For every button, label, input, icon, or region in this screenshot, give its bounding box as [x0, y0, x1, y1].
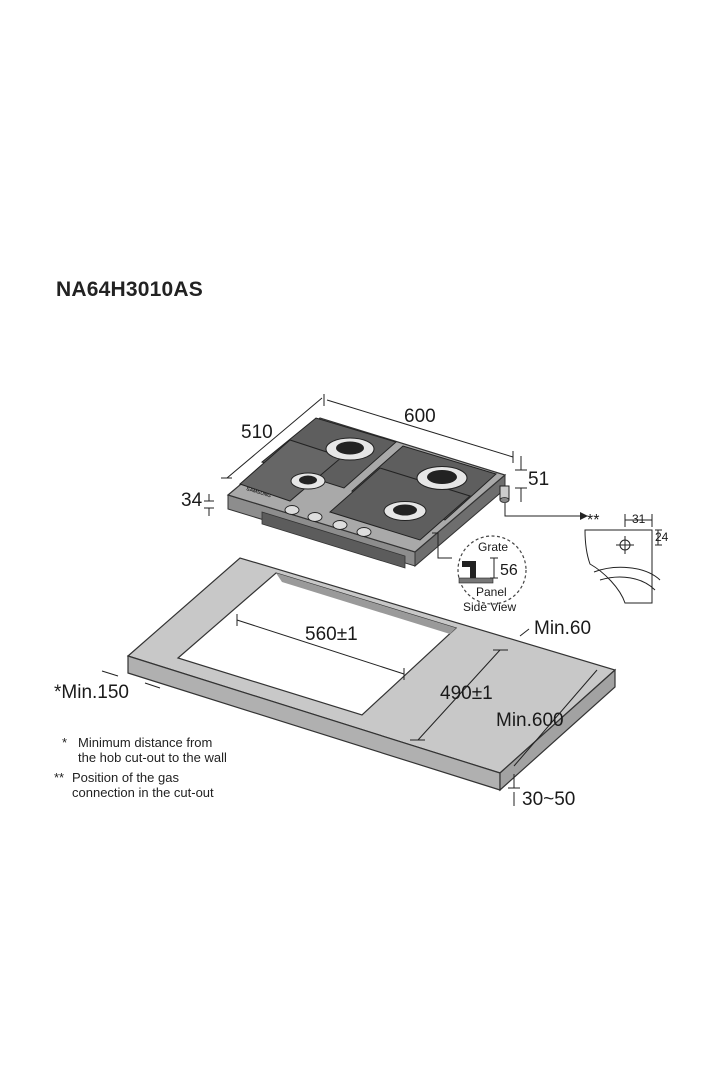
dim-min150: [101, 670, 161, 689]
hob-bottom-box: [261, 511, 406, 569]
side-view-circle: [457, 535, 527, 605]
gas-connection-detail: [584, 514, 662, 604]
knob-3: [332, 520, 348, 530]
note-gas-position: ** Position of the gas connection in the …: [54, 770, 214, 800]
note-1-symbol: *: [62, 735, 68, 750]
note-minimum-distance: * Minimum distance from the hob cut-out t…: [62, 735, 227, 765]
grate-label: Grate: [478, 540, 508, 554]
control-knobs: [284, 505, 372, 537]
worktop: [126, 557, 617, 792]
gas-offset-y-label: 24: [655, 530, 669, 544]
dim-min60-label: Min.60: [534, 618, 591, 639]
knob-4: [356, 527, 372, 537]
dim-min600: [513, 669, 598, 767]
note-2-line1: Position of the gas: [72, 770, 179, 785]
burner-bottom-right: [383, 501, 427, 521]
dim-510-label: 510: [241, 422, 273, 443]
side-view-detail: [432, 532, 527, 605]
gas-offset-x-label: 31: [632, 512, 646, 526]
note-1-line1: Minimum distance from: [78, 735, 213, 750]
knob-1: [284, 505, 300, 515]
dim-min600-label: Min.600: [496, 710, 564, 731]
dim-51: [515, 456, 527, 502]
page-title: NA64H3010AS: [56, 278, 203, 301]
note-2-line2: connection in the cut-out: [72, 785, 214, 800]
gas-pipe: [499, 485, 510, 503]
dim-34-label: 34: [181, 490, 203, 511]
side-view-caption: Side View: [463, 600, 516, 614]
note-1-line2: the hob cut-out to the wall: [78, 750, 227, 765]
cutout-inner-edge: [276, 573, 456, 634]
panel-profile: [458, 577, 494, 584]
dim-34: [204, 494, 214, 516]
worktop-side-edge: [499, 668, 616, 792]
grate-height-label: 56: [500, 562, 518, 579]
dim-560: [236, 614, 405, 680]
knob-2: [307, 512, 323, 522]
note-2-symbol: **: [54, 770, 65, 785]
panel-label: Panel: [476, 585, 507, 599]
dim-510: [221, 397, 323, 479]
dim-600-label: 600: [404, 406, 436, 427]
dim-min60: [519, 628, 530, 637]
dim-490-label: 490±1: [440, 683, 493, 704]
dim-min150-label: *Min.150: [54, 682, 129, 703]
burner-top-left: [325, 437, 375, 461]
dim-490: [410, 649, 508, 741]
dim-30-50: [508, 774, 520, 806]
dim-560-label: 560±1: [305, 624, 358, 645]
burner-top-right: [416, 466, 468, 490]
gas-connection-marker: **: [587, 512, 599, 529]
grate-profile: [462, 561, 476, 578]
gas-connection-leader: [504, 503, 588, 520]
hob: SAMSUNG: [226, 417, 510, 569]
dim-51-label: 51: [528, 469, 549, 490]
burner-bottom-left: [290, 472, 326, 490]
dim-600: [323, 394, 514, 463]
dim-30-50-label: 30~50: [522, 789, 575, 810]
